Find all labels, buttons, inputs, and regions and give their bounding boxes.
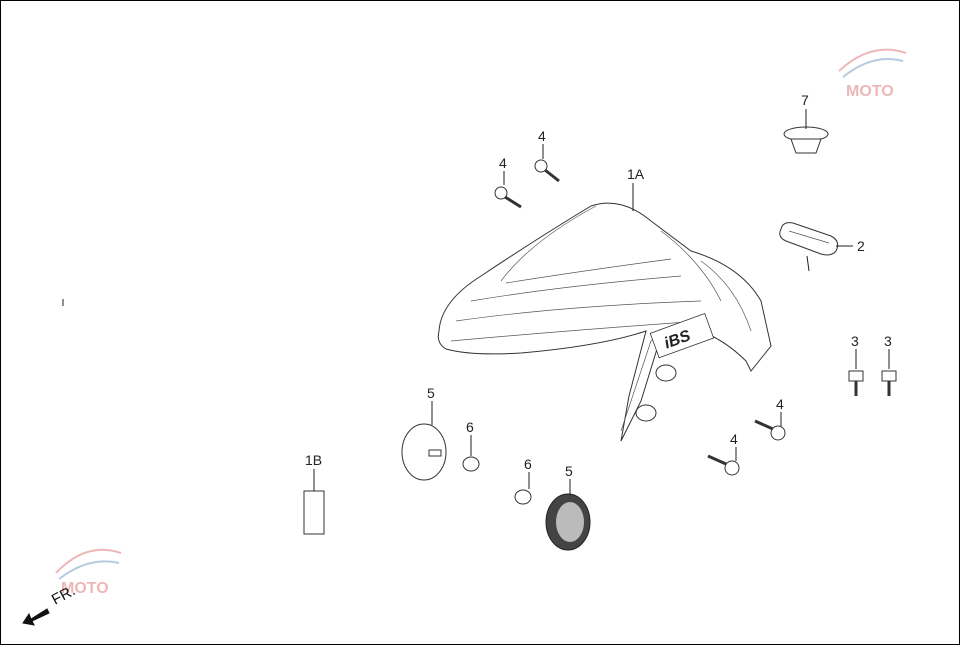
svg-text:MOTO: MOTO xyxy=(61,580,109,597)
fender-mount-hole-upper xyxy=(655,364,677,382)
screw-4-upper-left: 4 xyxy=(494,155,522,209)
svg-text:6: 6 xyxy=(466,419,474,435)
svg-text:4: 4 xyxy=(538,128,546,144)
decal-1b: 1B xyxy=(303,452,325,535)
reflector-5-lower: 5 xyxy=(545,463,591,551)
svg-text:2: 2 xyxy=(857,238,865,254)
bracket-2: 2 xyxy=(779,222,865,272)
bolt-3-right: 3 xyxy=(881,333,897,396)
screw-4-lower-left: 4 xyxy=(707,431,740,476)
callout-1a: 1A xyxy=(627,166,645,211)
svg-text:4: 4 xyxy=(776,396,784,412)
screw-4-lower-right: 4 xyxy=(754,396,786,441)
svg-text:1B: 1B xyxy=(305,452,322,468)
front-fender: iBS xyxy=(437,202,772,442)
svg-text:7: 7 xyxy=(801,92,809,108)
screw-4-upper-right: 4 xyxy=(534,128,560,183)
watermark-logo-bottom: MOTO xyxy=(55,548,122,597)
svg-text:1A: 1A xyxy=(627,166,645,182)
svg-text:4: 4 xyxy=(730,431,738,447)
clip-7: 7 xyxy=(783,92,829,154)
fender-mount-hole-lower xyxy=(635,404,657,422)
svg-text:6: 6 xyxy=(524,456,532,472)
ibs-badge-panel xyxy=(649,313,715,359)
nut-6-upper: 6 xyxy=(462,419,480,472)
svg-text:5: 5 xyxy=(565,463,573,479)
svg-text:MOTO: MOTO xyxy=(846,83,894,100)
front-direction-arrow: FR. xyxy=(22,582,78,626)
reflector-5-upper: 5 xyxy=(401,385,447,481)
svg-text:3: 3 xyxy=(884,333,892,349)
svg-text:4: 4 xyxy=(499,155,507,171)
svg-text:3: 3 xyxy=(851,333,859,349)
watermark-logo-top: MOTO xyxy=(838,48,907,100)
bolt-3-left: 3 xyxy=(848,333,864,396)
nut-6-lower: 6 xyxy=(514,456,532,505)
svg-text:5: 5 xyxy=(427,385,435,401)
